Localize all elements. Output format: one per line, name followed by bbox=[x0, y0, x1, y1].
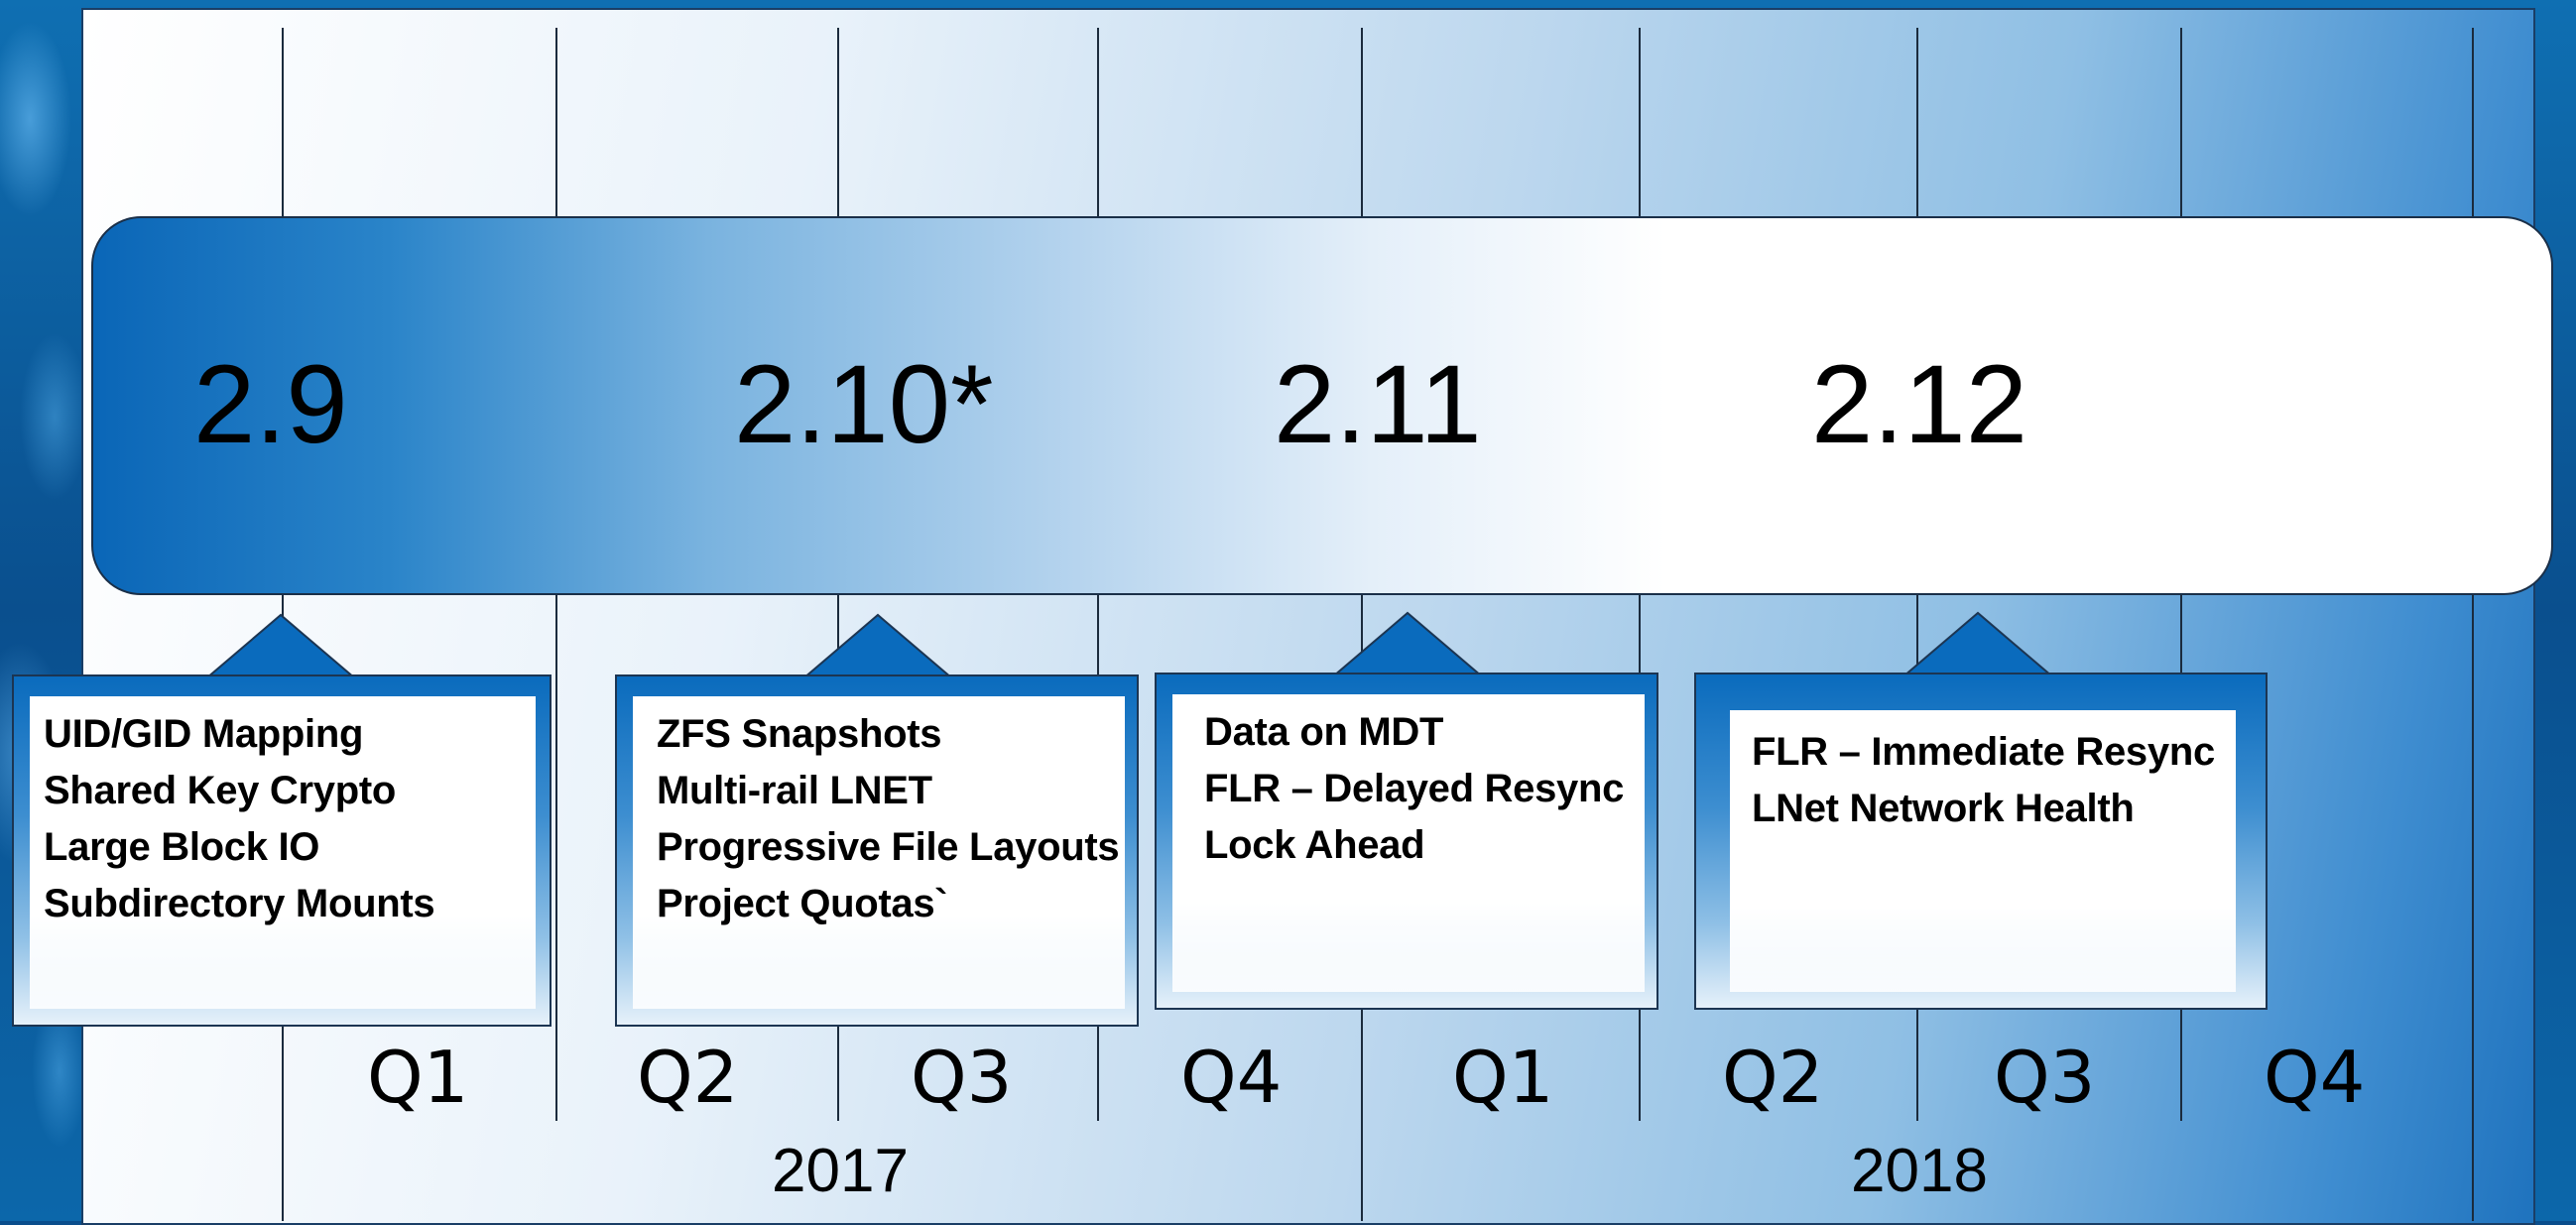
callout-body: ZFS Snapshots Multi-rail LNET Progressiv… bbox=[633, 696, 1125, 1009]
feature-list: ZFS Snapshots Multi-rail LNET Progressiv… bbox=[633, 696, 1125, 942]
release-label-2-10: 2.10* bbox=[734, 342, 994, 466]
release-label-2-11: 2.11 bbox=[1274, 342, 1482, 466]
feature-item: Data on MDT bbox=[1204, 710, 1444, 754]
quarter-label: Q4 bbox=[2264, 1036, 2366, 1119]
feature-item: ZFS Snapshots bbox=[657, 712, 942, 756]
feature-item: Multi-rail LNET bbox=[657, 769, 932, 812]
release-label-2-9: 2.9 bbox=[193, 342, 348, 466]
quarter-label: Q1 bbox=[367, 1036, 469, 1119]
callout-2-12: FLR – Immediate Resync LNet Network Heal… bbox=[1694, 673, 2268, 1010]
callout-pointer bbox=[803, 613, 952, 678]
callout-pointer bbox=[1333, 611, 1482, 676]
quarter-label: Q4 bbox=[1180, 1036, 1283, 1119]
feature-item: FLR – Immediate Resync bbox=[1752, 730, 2215, 774]
feature-item: Subdirectory Mounts bbox=[44, 882, 435, 925]
year-label-2018: 2018 bbox=[1851, 1137, 1988, 1205]
grid-line bbox=[2180, 28, 2182, 216]
callout-body: FLR – Immediate Resync LNet Network Heal… bbox=[1730, 710, 2236, 992]
grid-line bbox=[555, 595, 557, 1121]
feature-item: Lock Ahead bbox=[1204, 823, 1425, 867]
quarter-label: Q1 bbox=[1452, 1036, 1554, 1119]
grid-line bbox=[555, 28, 557, 216]
release-bar bbox=[91, 216, 2553, 595]
feature-item: Large Block IO bbox=[44, 825, 320, 869]
feature-item: UID/GID Mapping bbox=[44, 712, 364, 756]
grid-line bbox=[282, 28, 284, 216]
quarter-label: Q2 bbox=[637, 1036, 739, 1119]
callout-2-9: UID/GID Mapping Shared Key Crypto Large … bbox=[12, 674, 552, 1027]
grid-line bbox=[1639, 28, 1641, 216]
grid-line bbox=[2472, 28, 2474, 216]
quarter-label: Q3 bbox=[911, 1036, 1013, 1119]
feature-list: FLR – Immediate Resync LNet Network Heal… bbox=[1730, 710, 2236, 851]
grid-line bbox=[1361, 28, 1363, 216]
grid-line bbox=[1097, 28, 1099, 216]
release-label-2-12: 2.12 bbox=[1811, 342, 2027, 466]
grid-line bbox=[837, 28, 839, 216]
callout-2-11: Data on MDT FLR – Delayed Resync Lock Ah… bbox=[1155, 673, 1658, 1010]
year-label-2017: 2017 bbox=[772, 1137, 909, 1205]
feature-item: Project Quotas` bbox=[657, 882, 948, 925]
feature-item: FLR – Delayed Resync bbox=[1204, 767, 1625, 810]
feature-item: LNet Network Health bbox=[1752, 787, 2135, 830]
feature-list: UID/GID Mapping Shared Key Crypto Large … bbox=[30, 696, 536, 942]
callout-pointer bbox=[206, 613, 355, 678]
grid-line bbox=[2472, 595, 2474, 1221]
callout-body: UID/GID Mapping Shared Key Crypto Large … bbox=[30, 696, 536, 1009]
feature-item: Progressive File Layouts bbox=[657, 825, 1120, 869]
quarter-label: Q2 bbox=[1722, 1036, 1824, 1119]
feature-item: Shared Key Crypto bbox=[44, 769, 396, 812]
callout-body: Data on MDT FLR – Delayed Resync Lock Ah… bbox=[1172, 694, 1645, 992]
feature-list: Data on MDT FLR – Delayed Resync Lock Ah… bbox=[1172, 694, 1645, 884]
callout-pointer bbox=[1903, 611, 2052, 676]
quarter-label: Q3 bbox=[1994, 1036, 2096, 1119]
grid-line bbox=[1916, 28, 1918, 216]
callout-2-10: ZFS Snapshots Multi-rail LNET Progressiv… bbox=[615, 674, 1139, 1027]
